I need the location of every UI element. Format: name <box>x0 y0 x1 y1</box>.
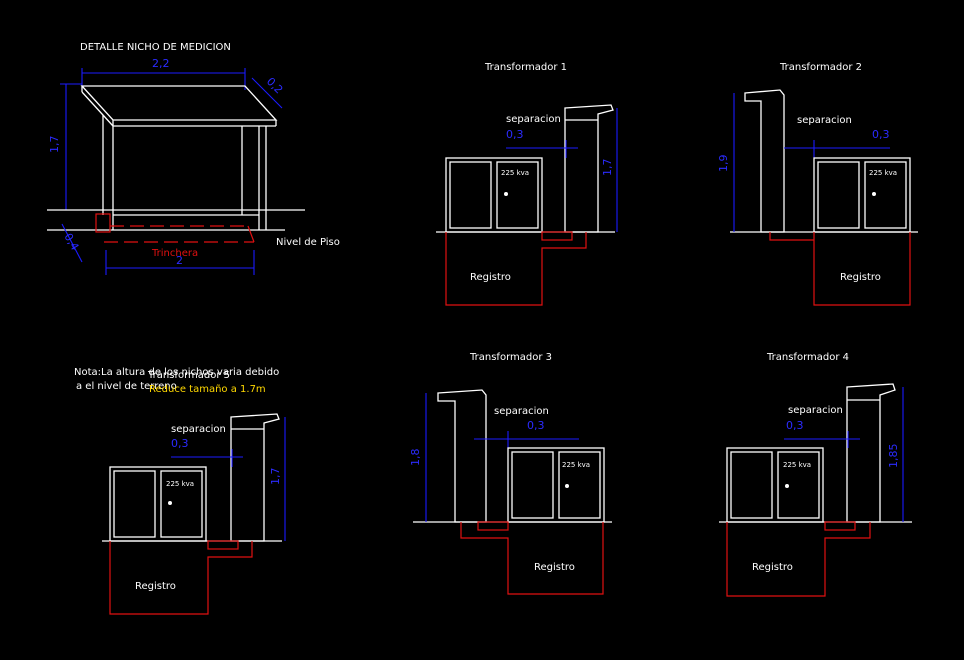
floor-label: Nivel de Piso <box>276 237 340 248</box>
cabinet <box>726 447 824 523</box>
transformer-4-drawing: Transformador 4 225 kva separacion 0,3 1… <box>719 352 912 597</box>
pole-wall <box>744 89 785 233</box>
transformer-3-drawing: Transformador 3 1,8 separacion 0,3 225 k… <box>409 352 612 595</box>
reduce-size-note: Reduce tamaño a 1.7m <box>149 384 266 395</box>
height-value: 1,85 <box>887 444 900 469</box>
cabinet-door-right <box>160 470 203 538</box>
transformer-2-title: Transformador 2 <box>779 62 862 73</box>
height-value: 1,7 <box>601 159 614 177</box>
separation-value: 0,3 <box>171 437 189 450</box>
separation-value: 0,3 <box>506 128 524 141</box>
transformer-2-drawing: Transformador 2 1,9 separacion 0,3 225 k… <box>717 62 918 306</box>
registro-label: Registro <box>840 272 881 283</box>
roof-edge-side <box>81 91 114 127</box>
door-handle-icon <box>504 192 508 196</box>
small-dimension-text: 0,4 <box>61 231 81 253</box>
duct-outline <box>824 521 856 531</box>
width-dimension-text: 2,2 <box>152 57 170 70</box>
cabinet-door-right <box>864 161 907 229</box>
transformer-4-title: Transformador 4 <box>766 352 849 363</box>
cabinet <box>109 466 207 542</box>
cabinet <box>445 157 543 233</box>
registro-label: Registro <box>470 272 511 283</box>
kva-label: 225 kva <box>501 169 529 177</box>
height-dimension-text: 1,7 <box>48 136 61 154</box>
cabinet <box>507 447 605 523</box>
kva-label: 225 kva <box>166 480 194 488</box>
registro-label: Registro <box>752 562 793 573</box>
separation-value: 0,3 <box>527 419 545 432</box>
duct-outline <box>769 232 814 241</box>
duct-outline <box>477 521 509 531</box>
trench-label: Trinchera <box>151 248 198 259</box>
transformer-1-drawing: Transformador 1 225 kva separacion 0,3 1… <box>436 62 618 306</box>
separation-label: separacion <box>797 115 852 126</box>
registro-outline <box>813 232 911 306</box>
cabinet-door-right <box>558 451 601 519</box>
trench-end <box>247 225 255 243</box>
pole-wall <box>437 389 487 523</box>
trench-dimension-text: 2 <box>176 254 183 267</box>
depth-dimension-line <box>251 77 283 109</box>
cabinet-door-left <box>113 470 156 538</box>
registro-outline <box>445 232 587 306</box>
small-dimension-line <box>61 223 83 263</box>
transformer-1-title: Transformador 1 <box>484 62 567 73</box>
separation-label: separacion <box>171 424 226 435</box>
height-value: 1,9 <box>717 155 730 173</box>
transformer-5-title: Transformador 5 <box>147 370 230 381</box>
duct-outline <box>207 540 239 550</box>
transformer-3-title: Transformador 3 <box>469 352 552 363</box>
door-handle-icon <box>785 484 789 488</box>
separation-label: separacion <box>788 405 843 416</box>
cabinet-door-right <box>496 161 539 229</box>
separation-value: 0,3 <box>872 128 890 141</box>
note-line-2: a el nivel de terreno <box>76 381 177 392</box>
cabinet-door-right <box>777 451 820 519</box>
duct-outline <box>541 231 573 241</box>
separation-value: 0,3 <box>786 419 804 432</box>
door-handle-icon <box>565 484 569 488</box>
kva-label: 225 kva <box>562 461 590 469</box>
height-value: 1,7 <box>269 468 282 486</box>
registro-label: Registro <box>135 581 176 592</box>
cabinet-door-left <box>511 451 554 519</box>
trench-box <box>95 213 111 233</box>
cabinet-door-left <box>449 161 492 229</box>
height-value: 1,8 <box>409 449 422 467</box>
door-handle-icon <box>872 192 876 196</box>
kva-label: 225 kva <box>783 461 811 469</box>
detail-title: DETALLE NICHO DE MEDICION <box>80 42 231 53</box>
roof-top <box>80 85 278 121</box>
registro-outline <box>460 522 604 595</box>
separation-label: separacion <box>494 406 549 417</box>
registro-label: Registro <box>534 562 575 573</box>
cabinet-door-left <box>817 161 860 229</box>
door-handle-icon <box>168 501 172 505</box>
registro-outline <box>109 541 253 615</box>
registro-outline <box>726 522 871 597</box>
separation-label: separacion <box>506 114 561 125</box>
transformer-5-drawing: Transformador 5 Nota:La altura de los ni… <box>74 367 286 615</box>
note-line-1: Nota:La altura de los nichos varia debid… <box>74 367 279 378</box>
detail-niche-drawing: DETALLE NICHO DE MEDICION 2,2 0,2 1,7 Ni… <box>47 42 340 275</box>
kva-label: 225 kva <box>869 169 897 177</box>
cabinet-door-left <box>730 451 773 519</box>
cabinet <box>813 157 911 233</box>
